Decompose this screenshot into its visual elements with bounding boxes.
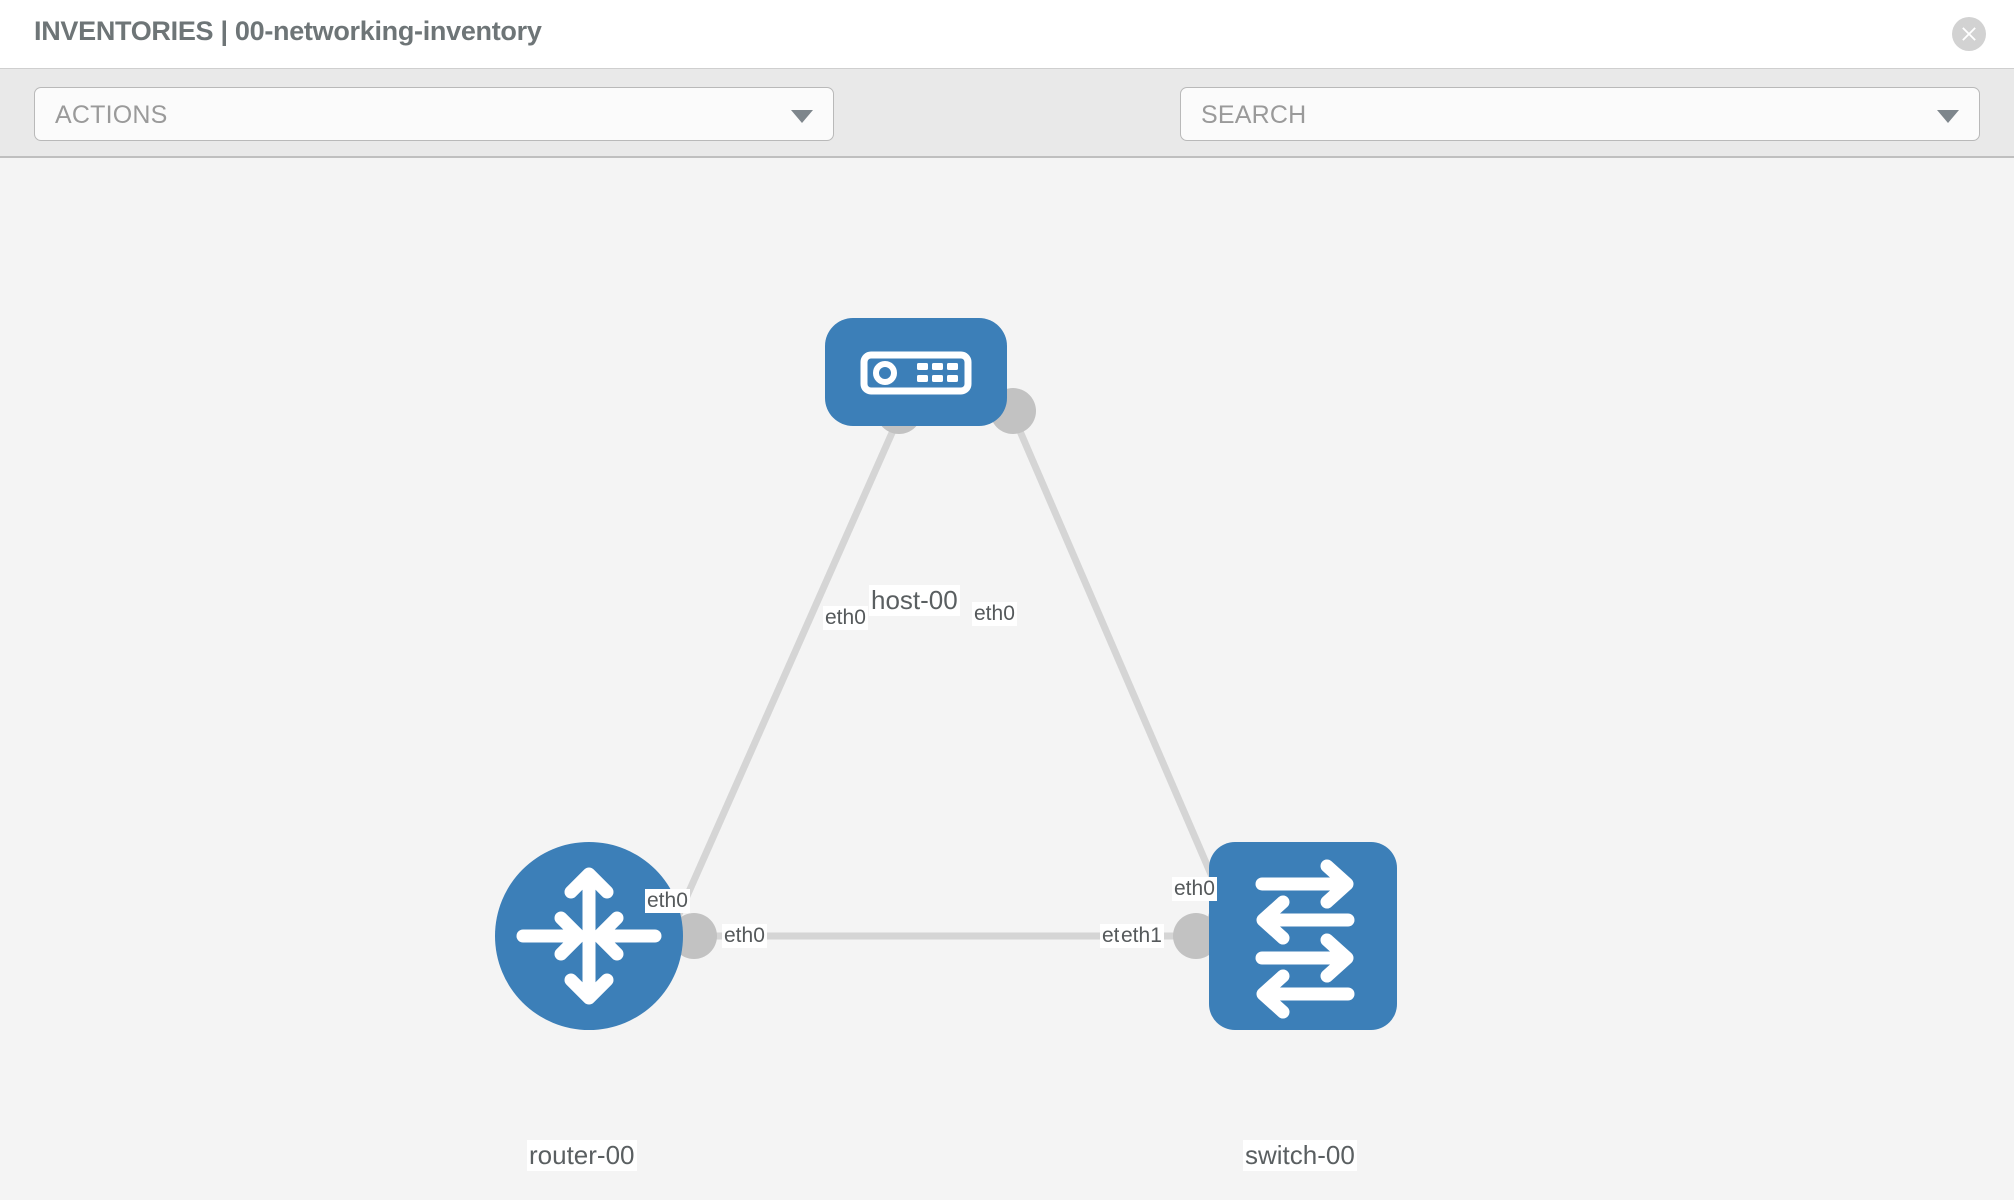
connector-router-right[interactable]	[671, 913, 717, 959]
node-label-router-00: router-00	[527, 1140, 637, 1171]
iface-label: eth0	[645, 889, 690, 913]
topology-toolbar: ACTIONS SEARCH	[0, 68, 2014, 193]
node-router-00[interactable]	[495, 842, 683, 1030]
iface-label: eth1	[1119, 924, 1164, 948]
search-input[interactable]: SEARCH	[1180, 87, 1980, 141]
node-label-switch-00: switch-00	[1243, 1140, 1357, 1171]
chevron-down-icon	[1937, 110, 1959, 123]
close-icon[interactable]	[1952, 17, 1986, 51]
link-edges	[668, 406, 1236, 940]
actions-dropdown-label: ACTIONS	[55, 101, 168, 129]
topology-canvas[interactable]: eth0 eth0 eth0 eth0 eth0 eth eth1 host-0…	[0, 158, 2014, 1200]
node-switch-00[interactable]	[1209, 842, 1397, 1030]
page-header: INVENTORIES | 00-networking-inventory	[0, 0, 2014, 68]
actions-dropdown[interactable]: ACTIONS	[34, 87, 834, 141]
connector-handles	[671, 388, 1258, 959]
search-placeholder: SEARCH	[1201, 101, 1307, 129]
topology-graph	[495, 318, 1397, 1030]
iface-label: eth0	[722, 924, 767, 948]
node-host-00[interactable]	[825, 318, 1007, 426]
iface-label: eth0	[972, 602, 1017, 626]
page-title: INVENTORIES | 00-networking-inventory	[34, 16, 542, 46]
link-host-router[interactable]	[668, 406, 907, 932]
iface-label: eth0	[823, 606, 868, 630]
node-label-host-00: host-00	[869, 585, 960, 616]
connector-switch-left[interactable]	[1173, 913, 1219, 959]
iface-label: eth0	[1172, 877, 1217, 901]
link-host-switch[interactable]	[1006, 406, 1236, 925]
chevron-down-icon	[791, 110, 813, 123]
